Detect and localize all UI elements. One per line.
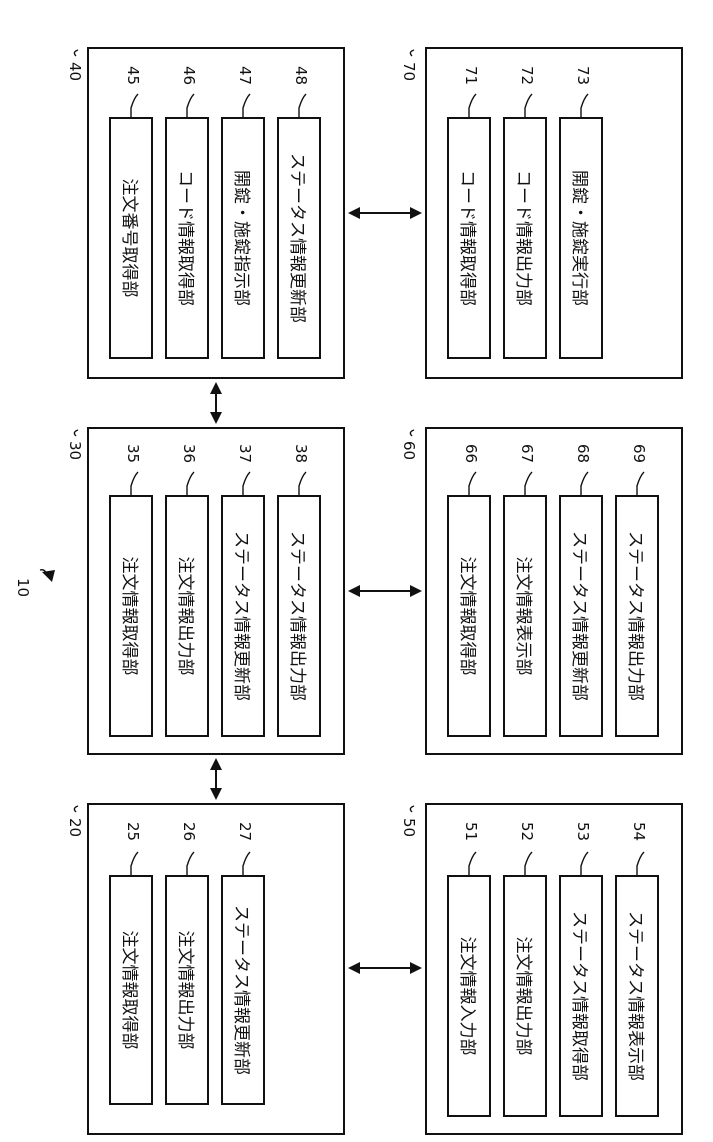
unit-66-ref: 66 — [462, 444, 480, 463]
unit-46-label: コード情報取得部 — [175, 170, 195, 306]
unit-69-label: ステータス情報出力部 — [625, 531, 645, 701]
unit-35-ref: 35 — [124, 444, 142, 463]
device-20: 20 注文情報取得部 25 注文情報出力部 26 ステータス情報更新部 27 — [66, 804, 344, 1134]
connector-20-30 — [210, 758, 222, 800]
unit-27-ref: 27 — [236, 822, 254, 841]
unit-73-label: 開錠・施錠実行部 — [569, 170, 589, 306]
unit-46-ref: 46 — [180, 66, 198, 85]
unit-54-label: ステータス情報表示部 — [625, 911, 645, 1081]
device-60: 60 注文情報取得部 66 注文情報表示部 67 ステータス情報更新部 68 ス… — [400, 428, 682, 754]
connector-40-70 — [348, 207, 422, 219]
unit-68-ref: 68 — [574, 444, 592, 463]
system-ref-label: 10 — [14, 578, 32, 597]
unit-54-ref: 54 — [630, 822, 648, 841]
unit-71-ref: 71 — [462, 66, 480, 85]
unit-52-ref: 52 — [518, 822, 536, 841]
unit-25-ref: 25 — [124, 822, 142, 841]
unit-73-ref: 73 — [574, 66, 592, 85]
unit-38-label: ステータス情報出力部 — [287, 531, 307, 701]
unit-36-label: 注文情報出力部 — [175, 557, 195, 676]
unit-67-ref: 67 — [518, 444, 536, 463]
unit-47-ref: 47 — [236, 66, 254, 85]
unit-36-ref: 36 — [180, 444, 198, 463]
unit-66-label: 注文情報取得部 — [457, 557, 477, 676]
unit-51-label: 注文情報入力部 — [457, 937, 477, 1056]
unit-47-label: 開錠・施錠指示部 — [231, 170, 251, 306]
unit-26-label: 注文情報出力部 — [175, 931, 195, 1050]
device-60-ref: 60 — [400, 441, 418, 460]
unit-71-label: コード情報取得部 — [457, 170, 477, 306]
unit-67-label: 注文情報表示部 — [513, 557, 533, 676]
unit-37-ref: 37 — [236, 444, 254, 463]
device-20-ref: 20 — [66, 818, 84, 837]
unit-45-label: 注文番号取得部 — [119, 179, 139, 298]
unit-45-ref: 45 — [124, 66, 142, 85]
unit-48-label: ステータス情報更新部 — [287, 153, 307, 323]
unit-53-ref: 53 — [574, 822, 592, 841]
unit-48-ref: 48 — [292, 66, 310, 85]
unit-72-label: コード情報出力部 — [513, 170, 533, 306]
connector-30-60 — [348, 585, 422, 597]
unit-51-ref: 51 — [462, 822, 480, 841]
unit-26-ref: 26 — [180, 822, 198, 841]
unit-52-label: 注文情報出力部 — [513, 937, 533, 1056]
unit-37-label: ステータス情報更新部 — [231, 531, 251, 701]
unit-25-label: 注文情報取得部 — [119, 931, 139, 1050]
unit-53-label: ステータス情報取得部 — [569, 911, 589, 1081]
device-50-ref: 50 — [400, 818, 418, 837]
unit-27-label: ステータス情報更新部 — [231, 905, 251, 1075]
unit-72-ref: 72 — [518, 66, 536, 85]
unit-35-label: 注文情報取得部 — [119, 557, 139, 676]
device-50: 50 注文情報入力部 51 注文情報出力部 52 ステータス情報取得部 53 ス… — [400, 804, 682, 1134]
system-ref-arrowhead — [42, 570, 55, 582]
unit-69-ref: 69 — [630, 444, 648, 463]
device-40: 40 注文番号取得部 45 コード情報取得部 46 開錠・施錠指示部 47 ステ… — [66, 48, 344, 378]
device-70: 70 コード情報取得部 71 コード情報出力部 72 開錠・施錠実行部 73 — [400, 48, 682, 378]
connector-20-50 — [348, 962, 422, 974]
device-40-ref: 40 — [66, 62, 84, 81]
unit-68-label: ステータス情報更新部 — [569, 531, 589, 701]
device-70-ref: 70 — [400, 62, 418, 81]
device-30: 30 注文情報取得部 35 注文情報出力部 36 ステータス情報更新部 37 ス… — [66, 428, 344, 754]
unit-38-ref: 38 — [292, 444, 310, 463]
device-30-ref: 30 — [66, 441, 84, 460]
connector-30-40 — [210, 382, 222, 424]
